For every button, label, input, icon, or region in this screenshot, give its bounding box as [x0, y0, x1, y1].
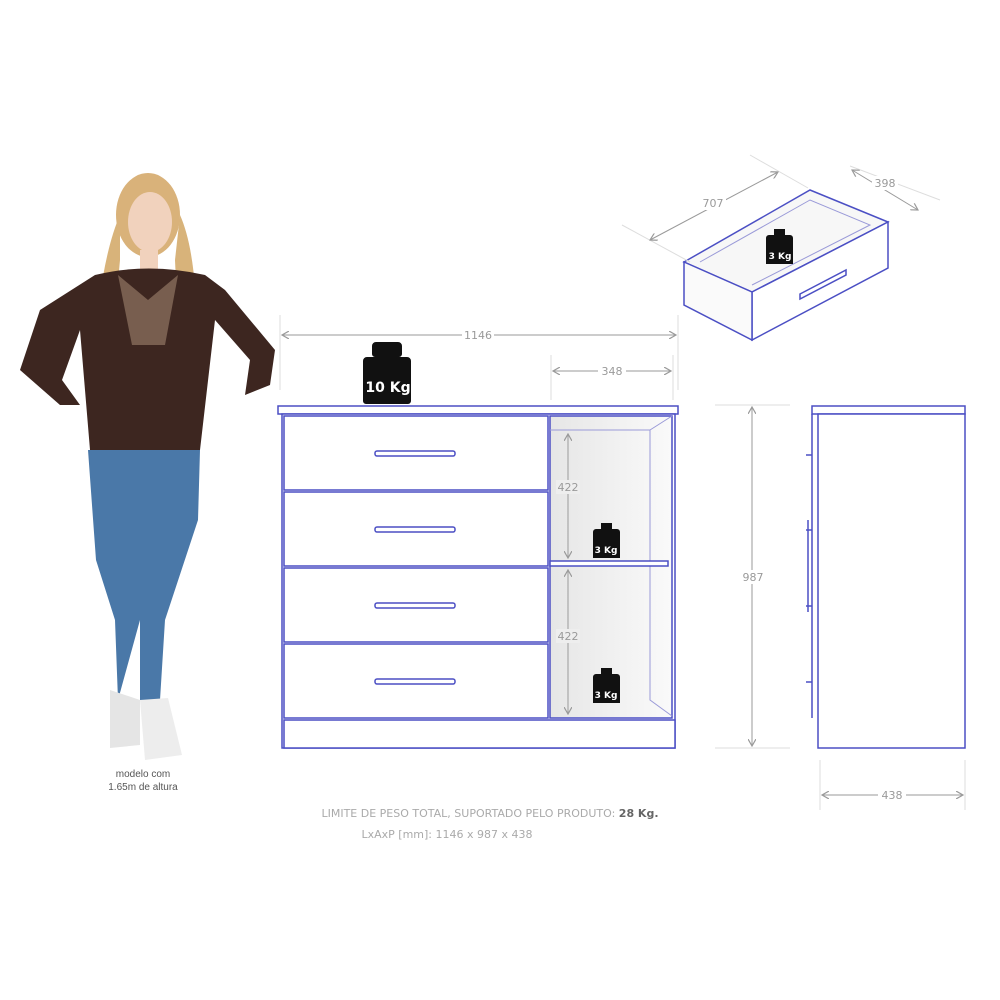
- height-dimension-label: 987: [743, 571, 764, 584]
- dresser-side-view: [806, 405, 966, 749]
- drawer-width-dimension-label: 707: [703, 197, 724, 210]
- shelf-upper-dimension-label: 422: [558, 481, 579, 494]
- drawer-depth-dimension-label: 398: [875, 177, 896, 190]
- weight-label-top: 10 Kg: [365, 380, 410, 396]
- width-dimension-label: 1146: [464, 329, 492, 342]
- drawer-handle: [374, 602, 456, 609]
- drawer-handle: [799, 268, 847, 301]
- drawer-handle: [374, 450, 456, 457]
- model-caption-line1: modelo com: [116, 769, 170, 780]
- dresser-base: [283, 719, 676, 749]
- weight-limit-note: LIMITE DE PESO TOTAL, SUPORTADO PELO PRO…: [321, 807, 658, 820]
- weight-label-drawer: 3 Kg: [769, 252, 792, 262]
- shelf-lower-dimension-label: 422: [558, 630, 579, 643]
- model-caption-line2: 1.65m de altura: [108, 782, 178, 793]
- weight-icon-top: 10 Kg: [363, 342, 411, 404]
- niche-width-dimension-label: 348: [602, 365, 623, 378]
- dresser-top: [277, 405, 679, 415]
- weight-icon-drawer: 3 Kg: [766, 229, 793, 264]
- depth-dimension-label: 438: [882, 789, 903, 802]
- drawer-isometric-view: [682, 189, 890, 342]
- niche-shelf: [549, 560, 669, 567]
- drawer-handle: [374, 526, 456, 533]
- model-person-figure: [20, 173, 275, 760]
- weight-label-shelf-upper: 3 Kg: [595, 546, 618, 556]
- weight-icon-shelf-upper: 3 Kg: [593, 523, 620, 558]
- drawer-handle: [374, 678, 456, 685]
- weight-icon-shelf-lower: 3 Kg: [593, 668, 620, 703]
- dimensions-note: LxAxP [mm]: 1146 x 987 x 438: [361, 828, 532, 841]
- weight-label-shelf-lower: 3 Kg: [595, 691, 618, 701]
- dresser-front-view: [277, 405, 679, 749]
